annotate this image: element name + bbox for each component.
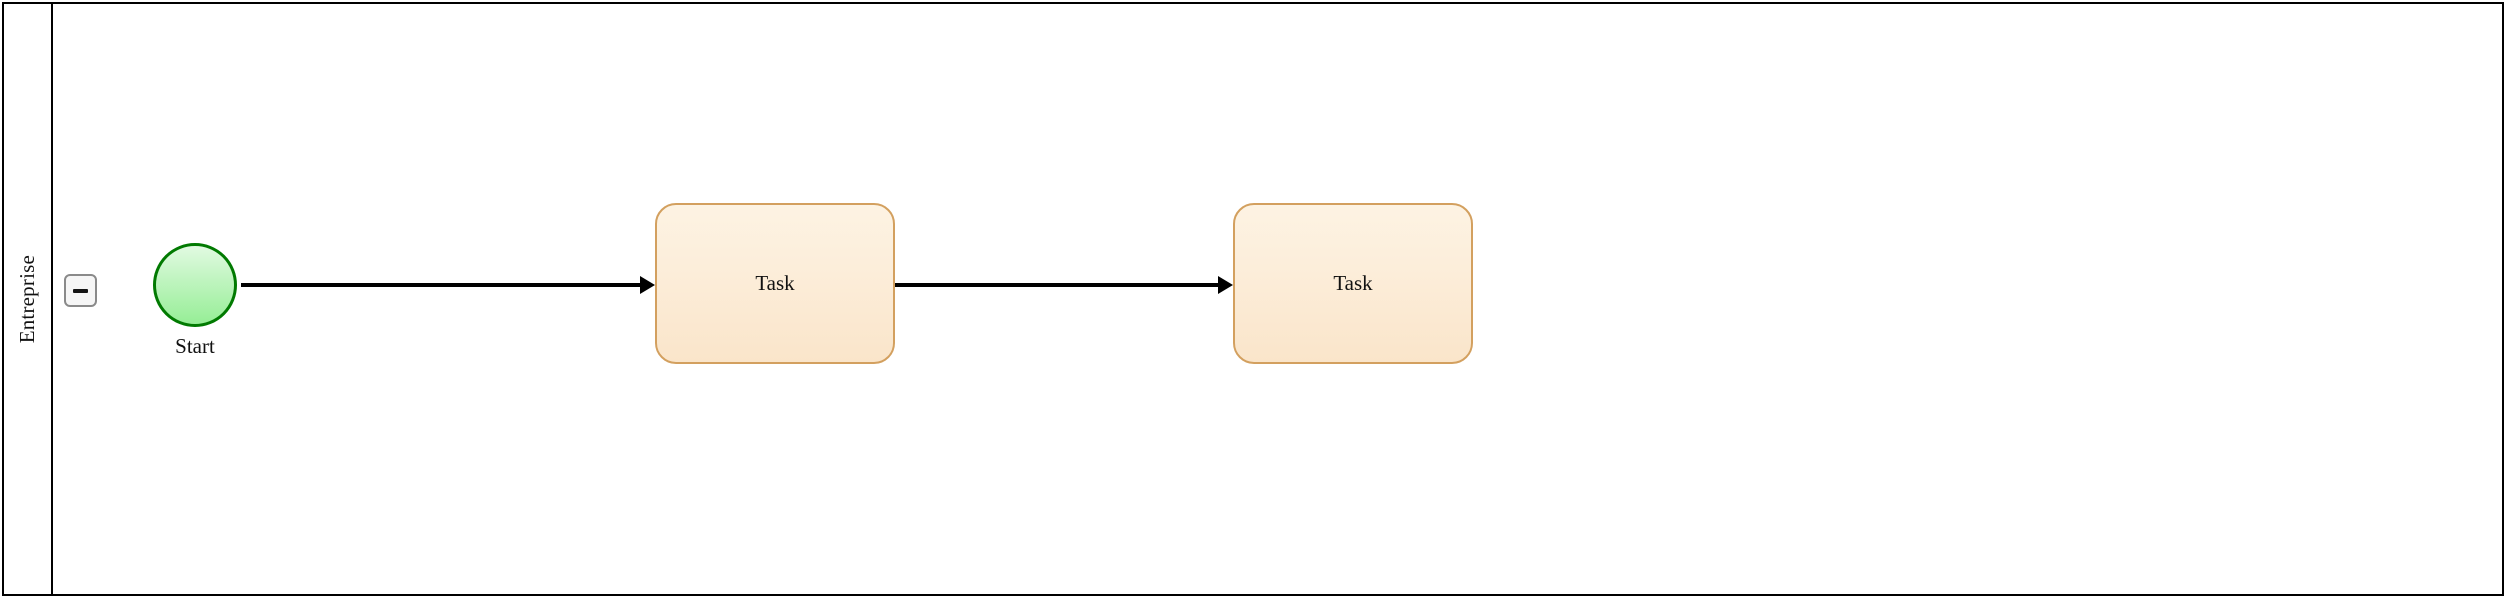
task-node-2-label: Task <box>1333 271 1373 295</box>
task-node-1[interactable]: Task <box>655 203 895 364</box>
start-event-node[interactable] <box>153 243 237 327</box>
task-node-2[interactable]: Task <box>1233 203 1473 364</box>
arrowhead-icon <box>640 276 655 294</box>
minus-icon <box>73 288 88 293</box>
flow-line <box>895 283 1219 287</box>
sequence-flow-task-1-to-task-2[interactable] <box>895 276 1233 294</box>
flow-line <box>241 283 641 287</box>
task-node-1-label: Task <box>755 271 795 295</box>
pool-header-label: Entreprise <box>15 254 39 344</box>
arrowhead-icon <box>1218 276 1233 294</box>
lane-body: Start Task Task <box>55 4 2502 594</box>
pool-header[interactable]: Entreprise <box>4 4 53 594</box>
start-event-label: Start <box>175 334 215 358</box>
collapse-pool-button[interactable] <box>64 274 97 307</box>
sequence-flow-start-to-task-1[interactable] <box>241 276 655 294</box>
